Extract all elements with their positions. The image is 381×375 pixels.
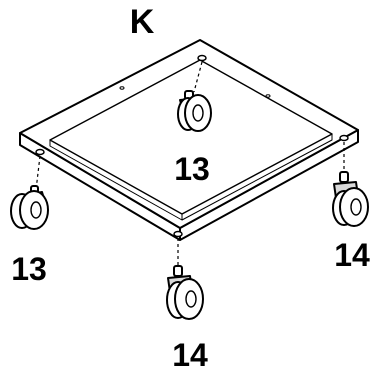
part-callout-14-bottom: 14 bbox=[172, 337, 208, 373]
step-label: K bbox=[130, 3, 155, 41]
guide-lines bbox=[35, 61, 345, 268]
part-callout-14-right: 14 bbox=[334, 237, 370, 273]
part-callout-13-back: 13 bbox=[174, 151, 210, 187]
caster-wheel-icon bbox=[10, 185, 49, 230]
caster-wheel-icon bbox=[166, 265, 204, 320]
caster-wheel-icon bbox=[332, 171, 369, 227]
part-callout-13-left: 13 bbox=[11, 251, 47, 287]
caster-wheel-icon bbox=[177, 90, 212, 132]
base-frame bbox=[19, 39, 359, 241]
